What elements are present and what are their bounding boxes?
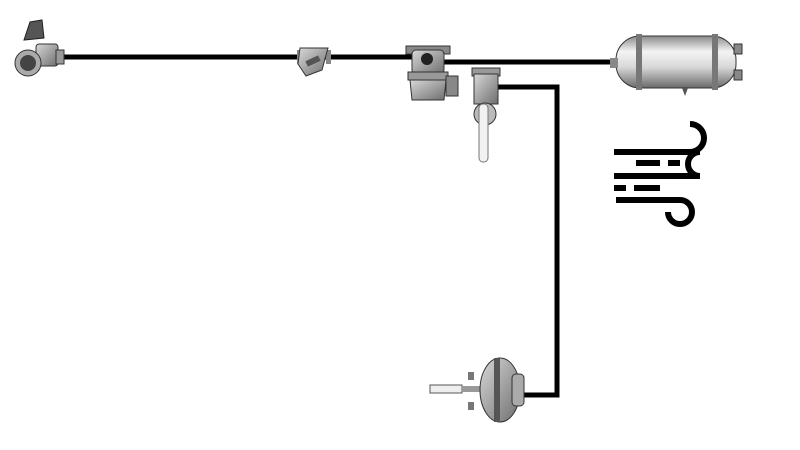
- brake-chamber-icon: [429, 357, 525, 423]
- pipe-valve-to-chamber: [495, 84, 560, 398]
- relay-valve-icon: [405, 45, 459, 101]
- inline-filter-icon: [297, 47, 331, 77]
- wind-icon: [614, 121, 707, 227]
- drain-valve-icon: [471, 67, 501, 163]
- air-lines: [60, 54, 615, 398]
- glad-hand-coupling-icon: [14, 19, 65, 77]
- air-tank-icon: [610, 34, 743, 96]
